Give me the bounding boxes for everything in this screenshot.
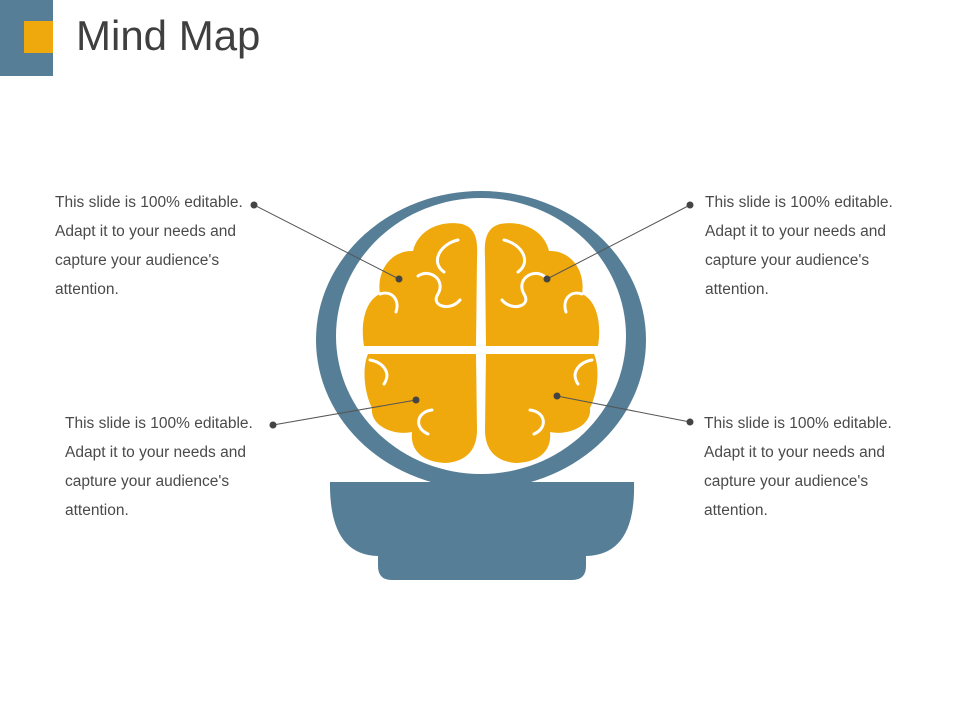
callout-line: capture your audience's xyxy=(705,252,870,269)
connector-dot xyxy=(543,275,551,283)
connector-dot xyxy=(269,421,277,429)
callout-line: This slide is 100% editable. xyxy=(704,415,892,432)
callout-line: capture your audience's xyxy=(55,252,220,269)
callout-bottom-right: This slide is 100% editable. Adapt it to… xyxy=(704,409,914,525)
callout-line: attention. xyxy=(55,281,119,298)
connector-dots xyxy=(250,201,694,429)
connector-dot xyxy=(553,392,561,400)
head-base xyxy=(329,482,635,580)
brain-icon xyxy=(362,223,600,463)
callout-line: Adapt it to your needs and xyxy=(704,444,885,461)
callout-line: This slide is 100% editable. xyxy=(65,415,253,432)
connector-line-1 xyxy=(253,204,400,280)
connector-dot xyxy=(686,418,694,426)
callout-line: This slide is 100% editable. xyxy=(55,194,243,211)
callout-line: attention. xyxy=(65,502,129,519)
connector-dot xyxy=(686,201,694,209)
callout-line: Adapt it to your needs and xyxy=(705,223,886,240)
callout-line: This slide is 100% editable. xyxy=(705,194,893,211)
callout-bottom-left: This slide is 100% editable. Adapt it to… xyxy=(65,409,275,525)
brain-top-right-lobe xyxy=(484,223,600,346)
connector-line-4 xyxy=(556,395,691,423)
connector-dot xyxy=(395,275,403,283)
brain-folds xyxy=(368,238,594,436)
title-accent-square xyxy=(24,21,53,53)
callout-top-left: This slide is 100% editable. Adapt it to… xyxy=(55,188,265,304)
connectors xyxy=(253,204,691,426)
connector-dot xyxy=(250,201,258,209)
brain-bottom-left-lobe xyxy=(364,354,477,463)
callout-top-right: This slide is 100% editable. Adapt it to… xyxy=(705,188,915,304)
callout-line: attention. xyxy=(705,281,769,298)
connector-line-2 xyxy=(546,204,691,280)
callout-line: capture your audience's xyxy=(65,473,230,490)
callout-line: capture your audience's xyxy=(704,473,869,490)
title-color-block xyxy=(0,0,53,76)
connector-line-3 xyxy=(272,399,417,426)
page-title: Mind Map xyxy=(76,12,261,59)
callout-line: attention. xyxy=(704,502,768,519)
callout-line: Adapt it to your needs and xyxy=(65,444,246,461)
brain-top-left-lobe xyxy=(362,223,478,346)
brain-bottom-right-lobe xyxy=(485,354,598,463)
connector-dot xyxy=(412,396,420,404)
callout-line: Adapt it to your needs and xyxy=(55,223,236,240)
